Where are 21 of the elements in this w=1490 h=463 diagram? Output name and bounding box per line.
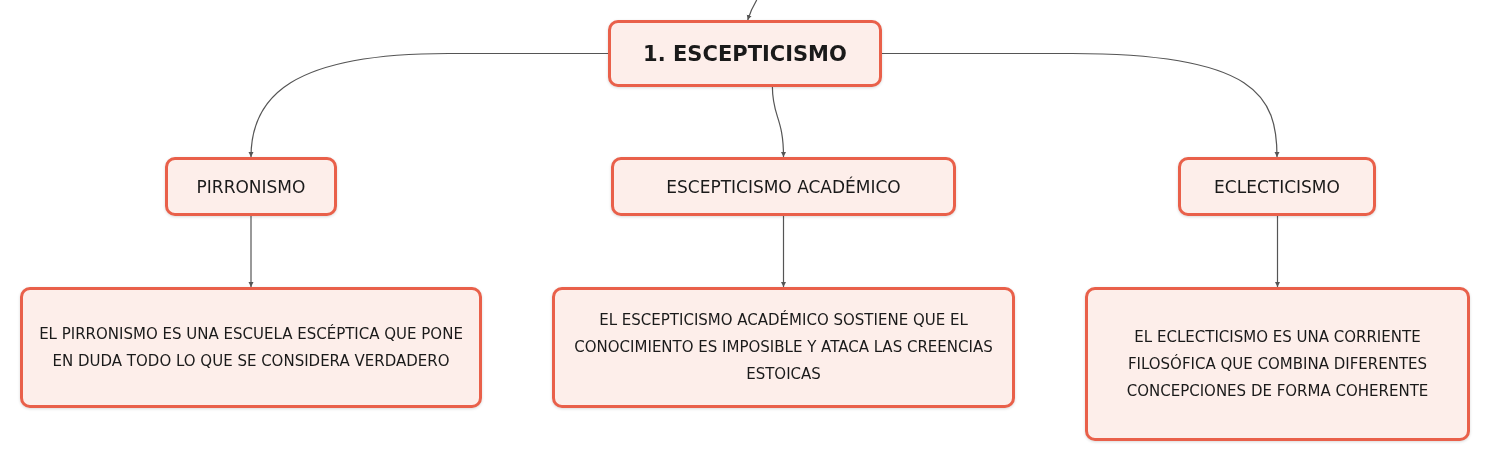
- connector-arrow: [881, 52, 1280, 158]
- connector-arrow: [771, 86, 786, 158]
- connector-arrow: [248, 215, 254, 288]
- connector-arrow: [746, 0, 758, 21]
- concept-box: [165, 157, 337, 216]
- node-text: EL ESCEPTICISMO ACADÉMICO SOSTIENE QUE EL CONOCIMIENTO ES IMPOSIBLE Y ATACA LAS CREENCIAS ESTOICAS: [573, 309, 994, 385]
- concept-box: [20, 287, 482, 408]
- node-text: EL ECLECTICISMO ES UNA CORRIENTE FILOSÓFICA QUE COMBINA DIFERENTES CONCEPCIONES DE FORMA COHERENTE: [1125, 326, 1430, 402]
- concept-box: [1085, 287, 1470, 441]
- concept-box: [552, 287, 1015, 408]
- connector-arrow: [781, 215, 786, 288]
- node-text: ECLECTICISMO: [1214, 176, 1340, 197]
- concept-box: [611, 157, 956, 216]
- topic-box: [608, 20, 882, 87]
- connector-arrow: [1275, 215, 1280, 288]
- node-text: 1. ESCEPTICISMO: [643, 41, 847, 66]
- node-text: ESCEPTICISMO ACADÉMICO: [666, 176, 901, 197]
- node-text: EL PIRRONISMO ES UNA ESCUELA ESCÉPTICA QUE PONE EN DUDA TODO LO QUE SE CONSIDERA VERDADERO: [38, 323, 464, 372]
- connector-arrow: [248, 52, 609, 158]
- concept-box: [1178, 157, 1376, 216]
- node-text: PIRRONISMO: [196, 176, 306, 197]
